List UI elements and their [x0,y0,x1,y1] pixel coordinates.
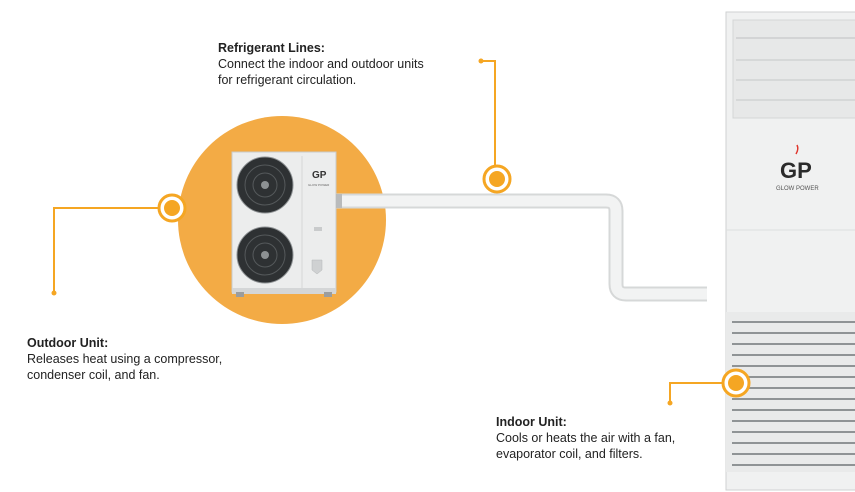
outdoor-unit-title: Outdoor Unit: [27,336,109,350]
brand-logo: GP [780,158,812,183]
air-grille [732,321,855,466]
indoor-unit-image: GP GLOW POWER [725,11,855,491]
outdoor-unit-image: GP GLOW POWER [231,151,342,297]
indoor-unit-desc-1: Cools or heats the air with a fan, [496,431,676,445]
refrigerant-lines-desc-1: Connect the indoor and outdoor units [218,57,424,71]
refrigerant-pipe [335,193,707,302]
refrigerant-lines-desc-2: for refrigerant circulation. [218,73,357,87]
indoor-unit-label: Indoor Unit: Cools or heats the air with… [496,414,726,462]
refrigerant-lines-title: Refrigerant Lines: [218,41,325,55]
callout-indoor-unit [667,368,751,406]
outdoor-unit-desc-1: Releases heat using a compressor, [27,352,223,366]
outdoor-unit-desc-2: condenser coil, and fan. [27,368,160,382]
brand-name: GLOW POWER [776,186,819,192]
callout-outdoor-unit [51,193,187,296]
refrigerant-lines-label: Refrigerant Lines: Connect the indoor an… [218,40,488,88]
indoor-unit-desc-2: evaporator coil, and filters. [496,447,643,461]
brand-logo-small: GP [312,170,327,181]
outdoor-unit-label: Outdoor Unit: Releases heat using a comp… [27,335,287,383]
brand-name-small: GLOW POWER [308,183,330,187]
callout-refrigerant-lines [478,58,512,194]
indoor-unit-title: Indoor Unit: [496,415,567,429]
